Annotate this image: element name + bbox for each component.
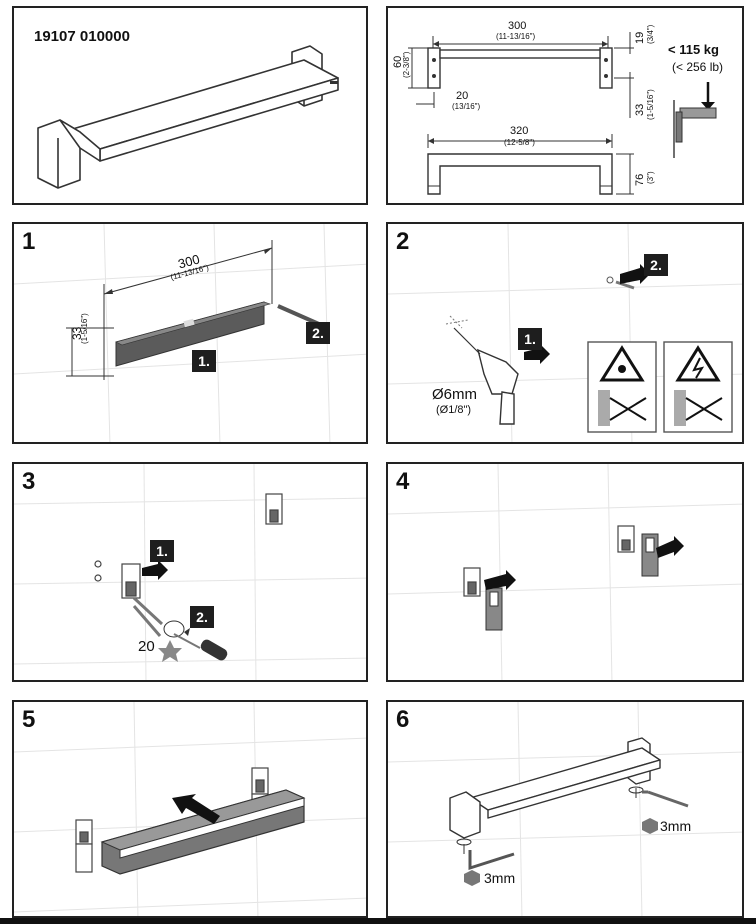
torx-size: 20: [138, 638, 155, 655]
step-3-panel: 3 1. 2. 20: [12, 462, 368, 682]
bottom-edge-bar: [0, 918, 756, 924]
dim-top-offset-in: (3/4"): [646, 24, 655, 44]
dimensions-panel: 300 (11-13/16") 60 (2-3/8") 20 (13/16") …: [386, 6, 744, 205]
step-4-panel: 4: [386, 462, 744, 682]
dim-hole-offset-in: (1-5/16"): [646, 89, 655, 120]
step1-height-in: (1-5/16"): [80, 313, 89, 344]
cover-caps-drawing: [463, 525, 684, 631]
step-number: 5: [22, 706, 36, 733]
step-number: 1: [22, 228, 36, 255]
tighten-drawing: [449, 737, 689, 886]
spirit-level-drawing: [66, 240, 329, 380]
product-code: 19107 010000: [34, 28, 130, 45]
step-1-panel: 1 300 (11-13/16") 33 (1-5/16") 1. 2.: [12, 222, 368, 444]
drill-size: Ø6mm: [432, 386, 477, 403]
dim-hole-offset: 33: [634, 103, 646, 116]
step-5-panel: 5: [12, 700, 368, 918]
dim-side-offset-in: (13/16"): [452, 102, 481, 111]
drill-size-in: (Ø1/8"): [436, 404, 472, 416]
dim-depth-in: (3"): [646, 171, 655, 184]
towel-rail-illustration: [37, 45, 339, 189]
drill-drawing: [445, 264, 733, 433]
step-number: 4: [396, 468, 410, 495]
dim-top-offset: 19: [634, 31, 646, 44]
product-overview-panel: 19107 010000: [12, 6, 368, 205]
dimension-drawing: [408, 32, 717, 195]
dim-width-bar-in: (12-5/8"): [504, 138, 535, 147]
dim-width-top-in: (11-13/16"): [496, 32, 536, 41]
step2-tag-2: 2.: [644, 254, 668, 276]
step-number: 2: [396, 228, 410, 255]
hex-size-left: 3mm: [484, 870, 516, 886]
bar-attach-drawing: [75, 767, 306, 875]
dim-width-top: 300: [508, 20, 527, 32]
step-2-panel: 2 1. 2. Ø6mm (Ø1/8"): [386, 222, 744, 444]
step1-tag-2: 2.: [306, 322, 330, 344]
step-number: 3: [22, 468, 36, 495]
screw-mounting-drawing: [94, 493, 283, 662]
step-6-panel: 6 3mm 3mm: [386, 700, 744, 918]
max-load-kg: < 115 kg: [668, 42, 719, 57]
step3-tag-1: 1.: [150, 540, 174, 562]
dim-width-bar: 320: [510, 125, 529, 137]
dim-side-offset: 20: [456, 90, 469, 102]
dim-depth: 76: [634, 173, 646, 186]
max-load-lb: (< 256 lb): [672, 60, 724, 74]
step3-tag-2: 2.: [190, 606, 214, 628]
hex-size-right: 3mm: [660, 818, 692, 834]
step1-tag-1: 1.: [192, 350, 216, 372]
step2-tag-1: 1.: [518, 328, 542, 350]
dim-height-bracket-in: (2-3/8"): [402, 51, 411, 78]
step-number: 6: [396, 706, 410, 733]
